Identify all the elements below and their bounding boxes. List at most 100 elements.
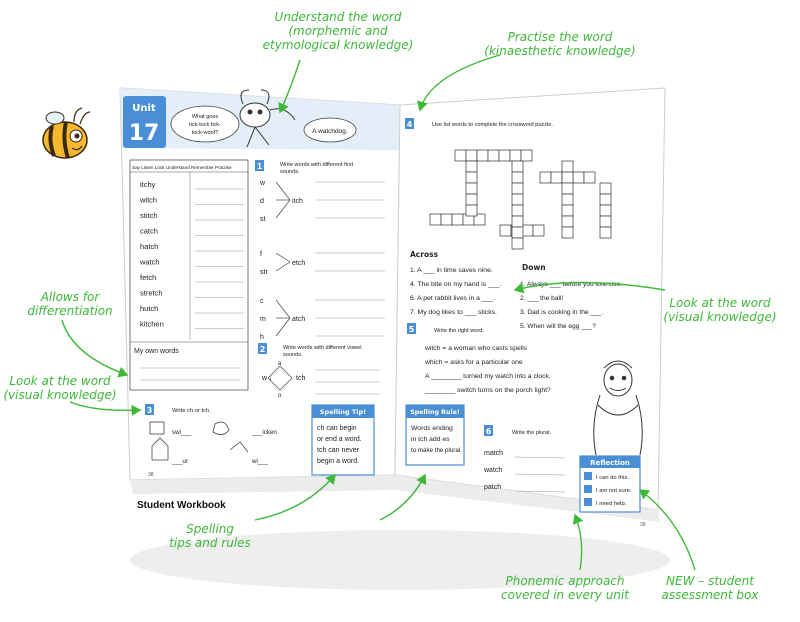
crossword-cell [561,226,574,239]
ex5-line: A ________ turned my watch into a clock. [425,373,551,380]
crossword-cell [511,182,524,195]
crossword-cell [487,149,500,162]
ex2-number: 2 [260,345,266,354]
ex1-ending: itch [292,198,303,205]
ex6-item: patch [484,484,501,491]
ex1-connector [275,261,291,272]
ex2-word-builder: w a i o tch [261,361,380,399]
spelling-rule-line: to make the plural. [411,447,462,454]
ex6-item: match [484,450,503,457]
unit-badge [123,96,166,148]
crossword-cell [465,204,478,217]
crossword-cell [561,215,574,228]
svg-text:tch: tch [296,375,305,382]
svg-text:What goes: What goes [192,114,219,120]
ex5-number: 5 [409,325,415,334]
annotation-look-left: Look at the word (visual knowledge) [3,374,117,402]
ex1-start-sound: st [260,216,266,223]
ex3-item: ___icken [251,429,277,436]
crossword-cell [473,213,486,226]
crossword-cell [572,171,585,184]
gorilla-cartoon [593,360,643,456]
across-clue: 1. A ___ in time saves nine. [410,267,493,274]
ex3-item: ___ur [171,458,188,465]
svg-text:w: w [261,375,268,382]
svg-text:tock-woof?: tock-woof? [192,130,219,136]
crossword-cell [599,193,612,206]
annotation-phonemic: Phonemic approach covered in every unit [501,574,629,602]
unit-label: Unit [132,103,156,114]
ex1-connector [275,252,291,263]
ex1-ending: etch [292,260,305,267]
ex6-instruction: Write the plural. [512,430,552,436]
across-title: Across [410,250,439,259]
crossword-cell [511,215,524,228]
ex1-start-sound: f [260,251,262,258]
ex5-instruction: Write the right word. [434,328,484,334]
across-clue: 7. My dog likes to ___ sticks. [410,309,497,316]
ex5-line: witch = a woman who casts spells [424,345,528,352]
svg-text:o: o [278,393,282,399]
crossword-cell [561,204,574,217]
ex4-number-box [405,118,414,129]
ex6-number: 6 [486,427,492,436]
ex3-number-box [145,404,154,415]
word-table [129,159,249,391]
ex4-number: 4 [407,120,413,129]
crossword-cell [465,171,478,184]
svg-text:a: a [278,361,282,367]
crossword-cell [511,160,524,173]
reflection-title: Reflection [590,459,630,467]
ex1-start-sound: str [260,269,268,276]
ex3-item: swi___ [172,429,192,436]
spelling-tip-line: begin a word. [317,458,359,465]
spelling-tip-line: or end a word. [317,436,362,443]
annotation-differentiation: Allows for differentiation [27,290,113,318]
word-list-item: stretch [140,289,163,298]
word-list-item: witch [139,196,157,205]
ex1-connector [275,181,291,201]
crossword-cell [440,213,453,226]
crossword-cell [454,149,467,162]
ex3-instruction: Write ch or tch. [172,408,211,414]
ex5-number-box [407,323,416,334]
spelling-rule-line: in tch add es [411,436,450,443]
answer-bubble-text: A watchdog. [312,128,348,135]
spelling-tip-line: tch can never [317,447,360,454]
crossword-cell [599,215,612,228]
crossword-cell [498,149,511,162]
word-list-item: watch [139,258,160,267]
ex3-item: wi___ [251,458,269,465]
word-list-item: kitchen [140,320,164,329]
ex1-connector [275,199,291,219]
crossword-cell [561,182,574,195]
ex1-start-sound: m [260,316,266,323]
word-list-item: stitch [140,211,158,220]
annotation-arrows [61,54,696,571]
word-list-item: hutch [140,304,158,313]
ex5-line: which = asks for a particular one [424,359,523,366]
annotation-spelling-tips: Spelling tips and rules [169,522,251,550]
crossword-cell [599,226,612,239]
crossword-cell [511,226,524,239]
crossword-cell [511,171,524,184]
ex3-number: 3 [147,406,153,415]
ex3-pictures [149,421,249,461]
ex1-number-box [255,160,264,171]
word-list-item: hatch [140,242,158,251]
crossword-cell [511,204,524,217]
ex5-line: ________ switch turns on the porch light… [424,387,551,394]
annotation-understand: Understand the word (morphemic and etymo… [262,10,414,52]
spelling-rule-title: Spelling Rule! [410,409,460,416]
crossword-cell [511,237,524,250]
crossword-cell [451,213,464,226]
down-clue: 5. When will the egg ___? [520,323,596,330]
crossword-cell [561,160,574,173]
crossword-cell [511,193,524,206]
word-list-item: catch [140,227,158,236]
annotation-practise: Practise the word (kinaesthetic knowledg… [484,30,636,58]
crossword-cell [465,182,478,195]
crossword-cell [465,160,478,173]
across-clue: 4. The bite on my hand is ___. [410,281,501,288]
